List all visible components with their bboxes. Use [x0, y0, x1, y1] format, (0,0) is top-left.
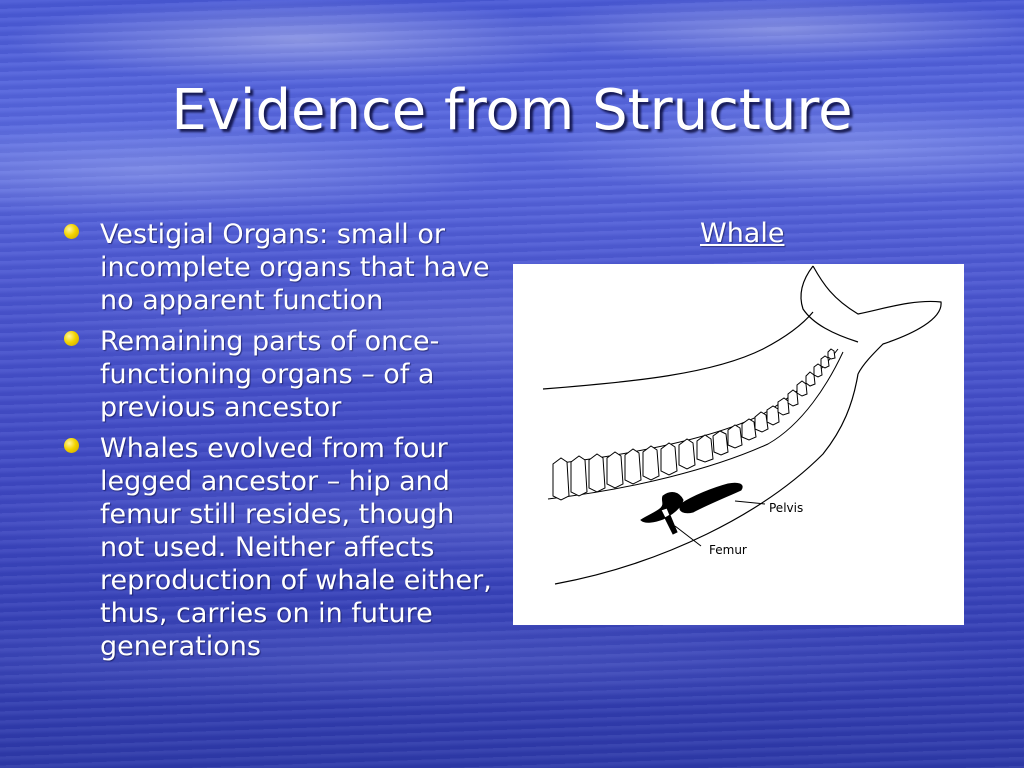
vertebrae-group	[552, 348, 836, 501]
slide-title: Evidence from Structure	[171, 78, 853, 143]
whale-skeleton-illustration: Pelvis Femur	[542, 265, 942, 585]
pelvis-label: Pelvis	[769, 501, 803, 515]
bullet-item: Vestigial Organs: small or incomplete or…	[58, 218, 498, 317]
whale-skeleton-figure: Pelvis Femur	[513, 264, 964, 625]
pelvis-bone	[679, 482, 743, 514]
bullet-dot-icon	[64, 331, 79, 346]
bullet-list: Vestigial Organs: small or incomplete or…	[58, 218, 498, 671]
bullet-dot-icon	[64, 438, 79, 453]
femur-label: Femur	[709, 543, 747, 557]
bullet-text: Remaining parts of once-functioning orga…	[100, 326, 440, 423]
bullet-text: Vestigial Organs: small or incomplete or…	[100, 219, 490, 316]
bullet-dot-icon	[64, 224, 79, 239]
femur-bone	[640, 492, 684, 535]
bullet-item: Whales evolved from four legged ancestor…	[58, 432, 498, 663]
bullet-text: Whales evolved from four legged ancestor…	[100, 433, 492, 662]
bullet-item: Remaining parts of once-functioning orga…	[58, 325, 498, 424]
figure-title: Whale	[700, 218, 785, 249]
